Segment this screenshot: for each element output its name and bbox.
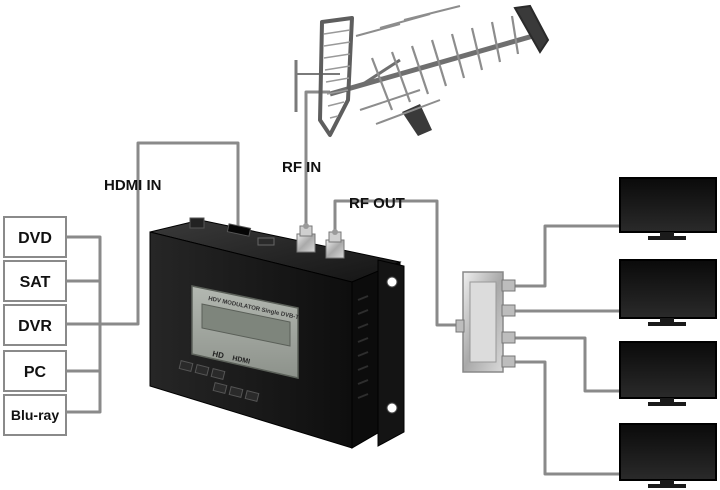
source-label: PC bbox=[24, 364, 47, 381]
splitter-output-port[interactable] bbox=[501, 304, 516, 317]
source-box-sat[interactable]: SAT bbox=[3, 260, 67, 302]
tv-set-1 bbox=[619, 177, 717, 240]
lcd-panel: HDV MODULATOR Single DVB-T HD HDMI bbox=[191, 285, 300, 379]
mount-hole-icon bbox=[386, 402, 398, 414]
rf-out-label: RF OUT bbox=[349, 195, 405, 212]
modulator-device: HDV MODULATOR Single DVB-T HD HDMI bbox=[149, 217, 405, 449]
source-box-blu-ray[interactable]: Blu-ray bbox=[3, 394, 67, 436]
source-list: DVD SAT DVR PC Blu-ray bbox=[3, 216, 67, 436]
source-label: SAT bbox=[20, 274, 51, 291]
front-button[interactable] bbox=[178, 360, 194, 372]
tv-icon bbox=[619, 423, 717, 481]
source-box-dvd[interactable]: DVD bbox=[3, 216, 67, 258]
power-port[interactable] bbox=[189, 217, 205, 229]
hd-badge: HD bbox=[212, 349, 225, 360]
rf-splitter bbox=[455, 271, 516, 373]
source-label: DVD bbox=[18, 230, 52, 247]
rf-in-label: RF IN bbox=[282, 159, 321, 176]
source-label: Blu-ray bbox=[11, 407, 59, 423]
source-box-dvr[interactable]: DVR bbox=[3, 304, 67, 346]
splitter-output-port[interactable] bbox=[501, 331, 516, 344]
splitter-output-port[interactable] bbox=[501, 355, 516, 368]
usb-port[interactable] bbox=[257, 237, 275, 246]
tv-set-2 bbox=[619, 259, 717, 326]
hdmi-in-label: HDMI IN bbox=[104, 177, 162, 194]
front-buttons bbox=[178, 360, 260, 402]
splitter-input-port[interactable] bbox=[455, 319, 465, 333]
source-label: DVR bbox=[18, 318, 52, 335]
splitter-output-port[interactable] bbox=[501, 279, 516, 292]
tv-icon bbox=[619, 177, 717, 233]
tv-wire-4 bbox=[515, 360, 620, 476]
tv-wire-3 bbox=[515, 336, 620, 393]
antenna-icon bbox=[294, 4, 550, 137]
hdmi-in-wire bbox=[66, 141, 240, 326]
hdmi-badge: HDMI bbox=[232, 355, 251, 366]
wires bbox=[66, 90, 620, 476]
tv-icon bbox=[619, 341, 717, 399]
front-button[interactable] bbox=[194, 364, 210, 376]
front-button[interactable] bbox=[210, 368, 226, 380]
rf-in-connector[interactable] bbox=[296, 223, 316, 253]
front-button[interactable] bbox=[228, 386, 244, 398]
rf-out-wire bbox=[333, 199, 460, 327]
tv-set-3 bbox=[619, 341, 717, 406]
front-button[interactable] bbox=[244, 390, 260, 402]
mounting-bracket bbox=[377, 259, 405, 447]
tv-wire-1 bbox=[515, 224, 620, 288]
source-box-pc[interactable]: PC bbox=[3, 350, 67, 392]
tv-set-4 bbox=[619, 423, 717, 488]
mount-hole-icon bbox=[386, 276, 398, 288]
rf-out-connector[interactable] bbox=[325, 229, 345, 259]
vent-slots bbox=[357, 295, 369, 399]
hdmi-port[interactable] bbox=[226, 223, 252, 237]
tv-icon bbox=[619, 259, 717, 319]
front-button[interactable] bbox=[212, 382, 228, 394]
